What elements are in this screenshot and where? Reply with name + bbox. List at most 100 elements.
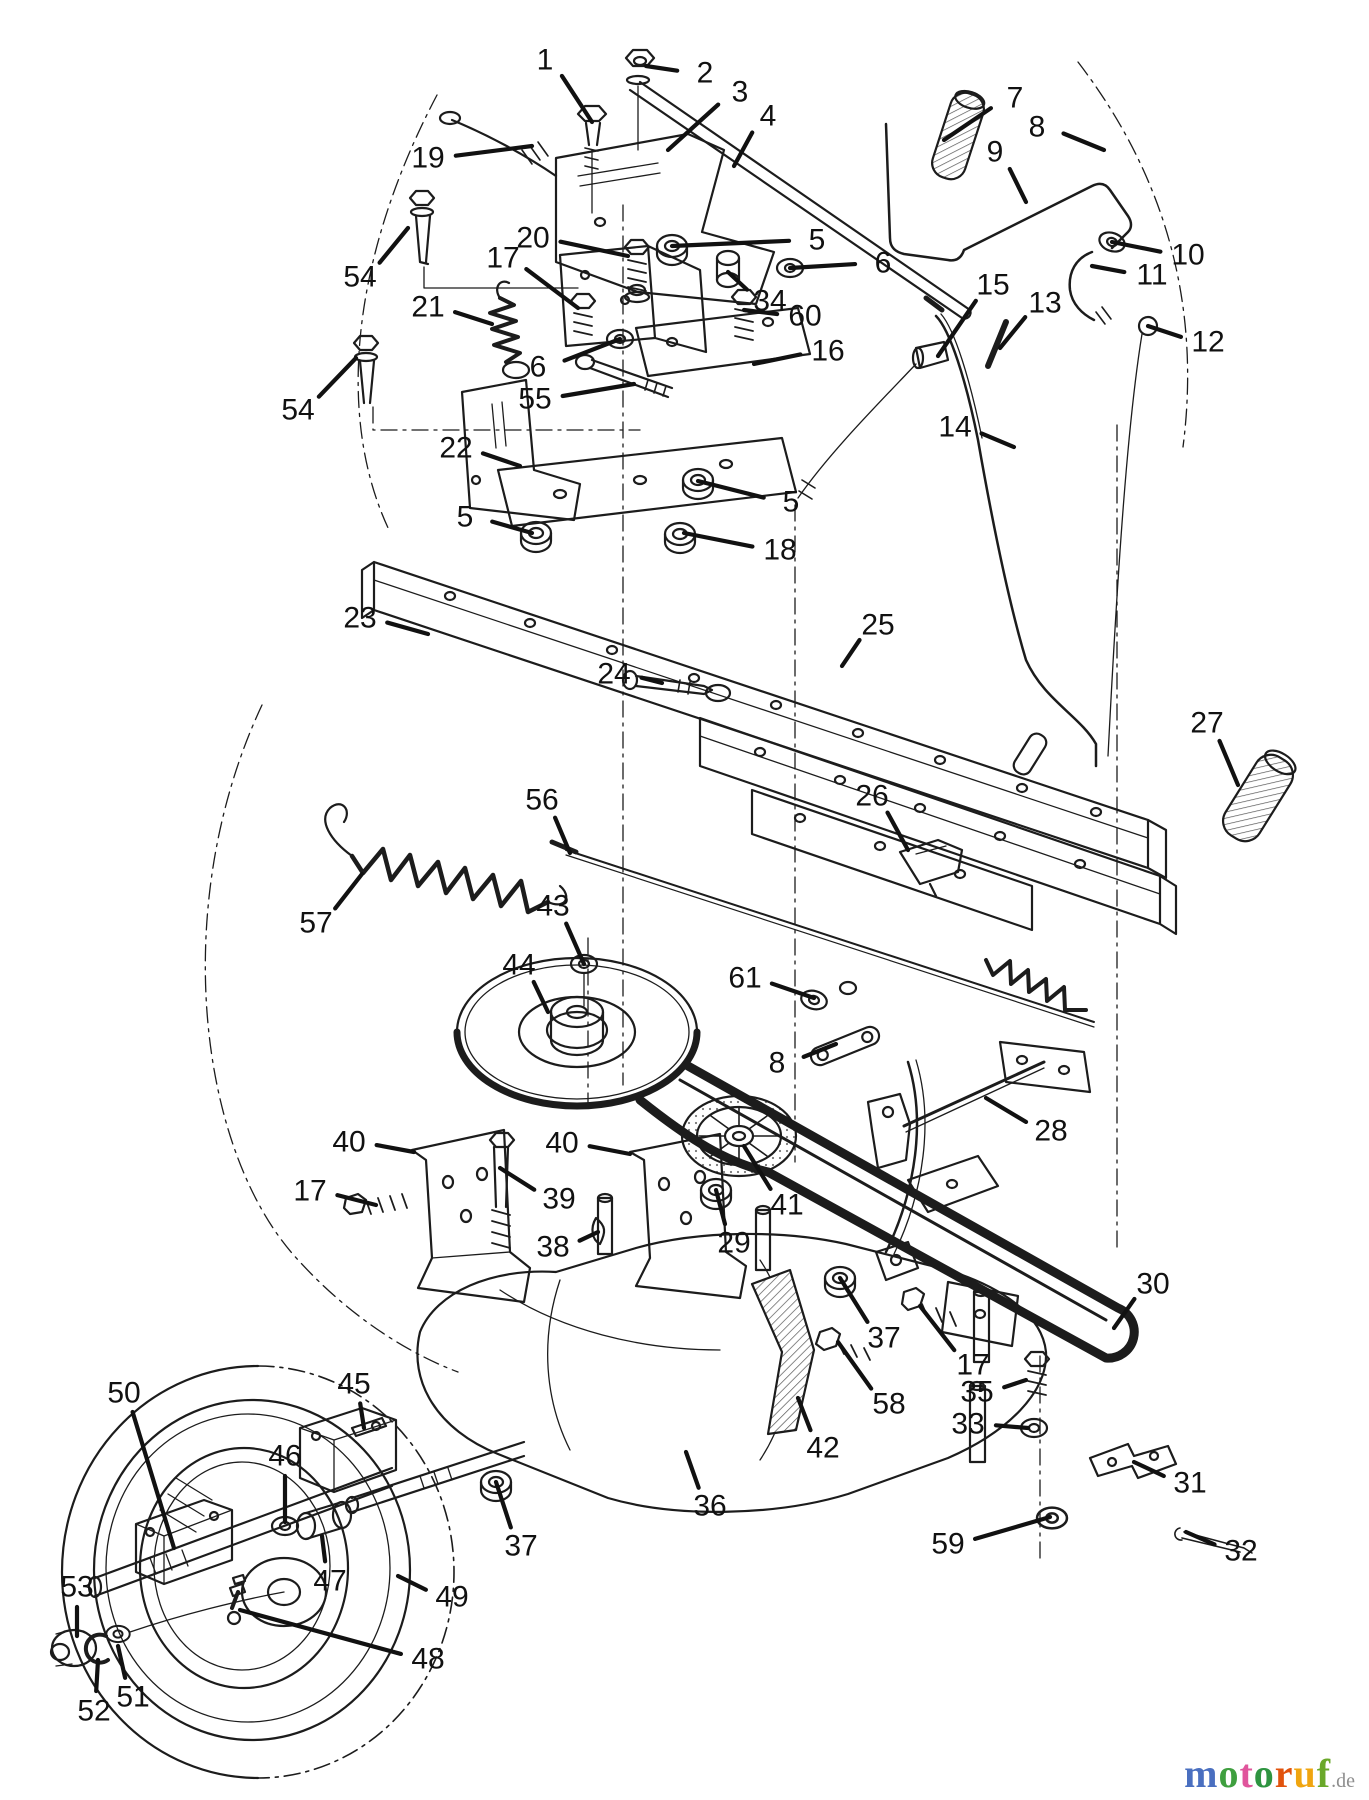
leader-line-18 [681, 530, 755, 549]
callout-41: 41 [770, 1189, 803, 1222]
callout-24: 24 [597, 658, 630, 691]
grip-7 [931, 89, 986, 181]
callout-32: 32 [1224, 1535, 1257, 1568]
leader-line-13 [997, 315, 1028, 351]
leader-line-36 [683, 1449, 701, 1490]
leader-line-10 [1109, 239, 1163, 254]
callout-59: 59 [931, 1528, 964, 1561]
leader-line-16 [751, 352, 803, 367]
callout-57: 57 [299, 907, 332, 940]
leader-line-33 [993, 1423, 1031, 1431]
watermark-letter: t [1239, 1751, 1254, 1796]
callout-30: 30 [1136, 1268, 1169, 1301]
callout-36: 36 [693, 1490, 726, 1523]
callout-47: 47 [313, 1565, 346, 1598]
callout-13: 13 [1028, 287, 1061, 320]
watermark-letter: o [1218, 1751, 1240, 1796]
leader-line-19 [453, 143, 535, 158]
leader-line-27 [1217, 738, 1241, 788]
callout-8: 8 [769, 1047, 786, 1080]
callout-40: 40 [545, 1127, 578, 1160]
callout-49: 49 [435, 1581, 468, 1614]
callout-5: 5 [457, 501, 474, 534]
callout-48: 48 [411, 1643, 444, 1676]
watermark-word: motoruf [1184, 1754, 1331, 1794]
leader-line-5 [669, 238, 792, 249]
leader-line-31 [1131, 1459, 1166, 1479]
leader-line-5 [490, 519, 535, 536]
leader-line-34 [725, 269, 750, 292]
callout-8: 8 [1029, 111, 1046, 144]
leader-line-20 [558, 239, 631, 259]
leader-line-50 [130, 1409, 177, 1551]
callout-3: 3 [732, 76, 749, 109]
callout-39: 39 [542, 1183, 575, 1216]
leader-line-57 [333, 871, 365, 911]
callout-5: 5 [809, 224, 826, 257]
guide-line [423, 266, 579, 289]
leader-line-7 [941, 106, 994, 143]
callout-37: 37 [504, 1530, 537, 1563]
callout-51: 51 [116, 1681, 149, 1714]
callout-35: 35 [960, 1376, 993, 1409]
callout-4: 4 [760, 100, 777, 133]
callout-40: 40 [332, 1126, 365, 1159]
leader-line-40 [587, 1144, 633, 1157]
leader-line-8 [1061, 131, 1107, 153]
leader-line-5 [695, 478, 766, 500]
callout-20: 20 [516, 222, 549, 255]
leader-line-21 [452, 310, 495, 327]
callout-23: 23 [343, 602, 376, 635]
callout-12: 12 [1191, 326, 1224, 359]
callout-6: 6 [875, 247, 892, 280]
leader-line-24 [639, 675, 665, 686]
watermark-letter: u [1293, 1751, 1317, 1796]
watermark-letter: r [1274, 1751, 1294, 1796]
leader-line-6 [562, 336, 623, 363]
callout-18: 18 [763, 534, 796, 567]
watermark-domain-suffix: .de [1331, 1770, 1355, 1792]
line-art [49, 48, 1297, 1780]
leader-line-41 [741, 1143, 773, 1191]
callout-11: 11 [1136, 259, 1167, 292]
callout-54: 54 [281, 394, 314, 427]
callout-25: 25 [861, 609, 894, 642]
rear-wheel [49, 1364, 455, 1780]
callout-22: 22 [439, 432, 472, 465]
callout-37: 37 [867, 1322, 900, 1355]
leader-line-56 [552, 815, 573, 856]
watermark-letter: o [1253, 1751, 1275, 1796]
callout-21: 21 [411, 291, 444, 324]
watermark-letter: f [1316, 1751, 1332, 1796]
callout-45: 45 [337, 1368, 370, 1401]
leader-line-38 [577, 1229, 601, 1243]
leader-line-55 [560, 381, 637, 399]
top-control-assembly [352, 48, 972, 696]
leader-line-37 [493, 1479, 513, 1530]
drive-assembly [324, 803, 1139, 1363]
leader-line-28 [983, 1095, 1029, 1125]
callout-17: 17 [956, 1349, 989, 1382]
callout-60: 60 [788, 300, 821, 333]
leader-line-22 [480, 451, 523, 469]
leader-line-59 [972, 1514, 1053, 1541]
callout-16: 16 [811, 335, 844, 368]
callout-1: 1 [537, 44, 554, 77]
callout-31: 31 [1173, 1467, 1206, 1500]
leader-line-2 [643, 63, 680, 73]
grip-27 [1221, 749, 1297, 843]
leader-line-35 [1002, 1377, 1029, 1390]
leader-line-25 [839, 637, 862, 669]
callout-38: 38 [536, 1231, 569, 1264]
callout-9: 9 [987, 136, 1004, 169]
leader-line-49 [395, 1573, 429, 1592]
leader-line-17 [335, 1193, 379, 1208]
leader-line-32 [1183, 1529, 1217, 1547]
leader-line-54 [377, 225, 411, 265]
watermark-logo[interactable]: motoruf.de [1184, 1754, 1355, 1794]
watermark-letter: m [1184, 1751, 1219, 1796]
callout-43: 43 [536, 890, 569, 923]
callout-44: 44 [502, 949, 535, 982]
